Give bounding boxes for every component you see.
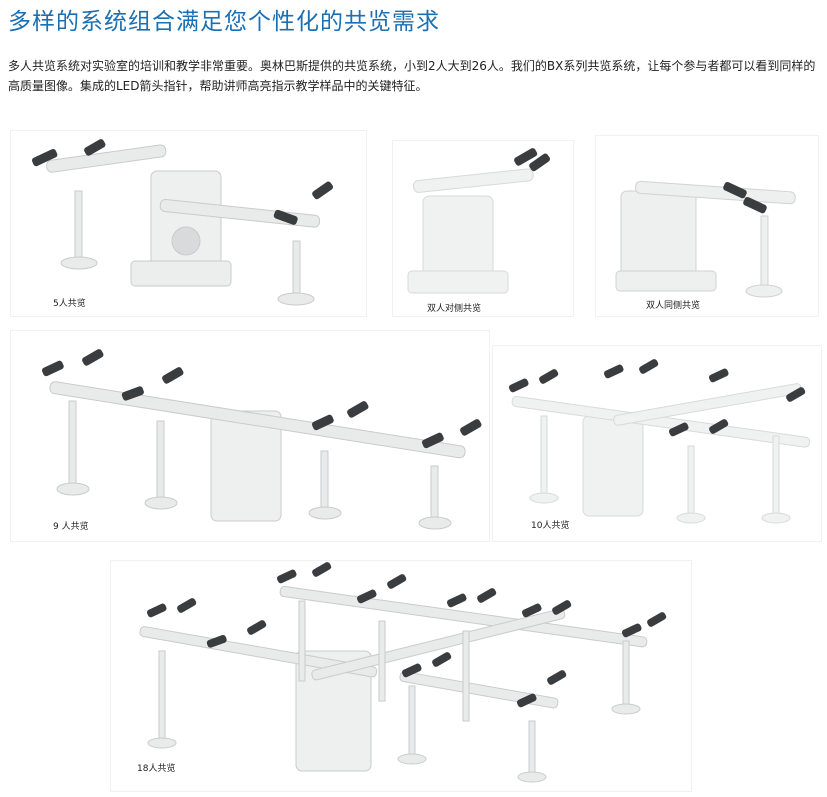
config-caption: 10人共览 [531, 521, 570, 531]
nine-person-microscope-illustration [41, 349, 482, 530]
page-title: 多样的系统组合满足您个性化的共览需求 [8, 9, 440, 35]
multi-head-microscope-illustration [31, 139, 334, 306]
ten-person-microscope-illustration [508, 359, 811, 524]
config-2-person-opposite: 双人对侧共览 [392, 140, 574, 317]
config-caption: 5人共览 [53, 299, 86, 309]
intro-paragraph: 多人共览系统对实验室的培训和教学非常重要。奥林巴斯提供的共览系统，小到2人大到2… [8, 59, 816, 93]
config-caption: 双人同侧共览 [646, 301, 701, 311]
config-2-person-same-side: 双人同侧共览 [595, 135, 819, 317]
config-caption: 9 人共览 [53, 522, 89, 532]
config-caption: 双人对侧共览 [427, 304, 482, 314]
dual-opposite-microscope-illustration [407, 148, 551, 294]
config-18-person: 18人共览 [110, 560, 692, 792]
dual-same-side-microscope-illustration [615, 180, 796, 298]
config-10-person: 10人共览 [492, 345, 822, 542]
config-caption: 18人共览 [137, 764, 176, 774]
eighteen-person-microscope-illustration [139, 562, 667, 783]
config-9-person: 9 人共览 [10, 330, 490, 542]
config-5-person: 5人共览 [10, 130, 367, 317]
